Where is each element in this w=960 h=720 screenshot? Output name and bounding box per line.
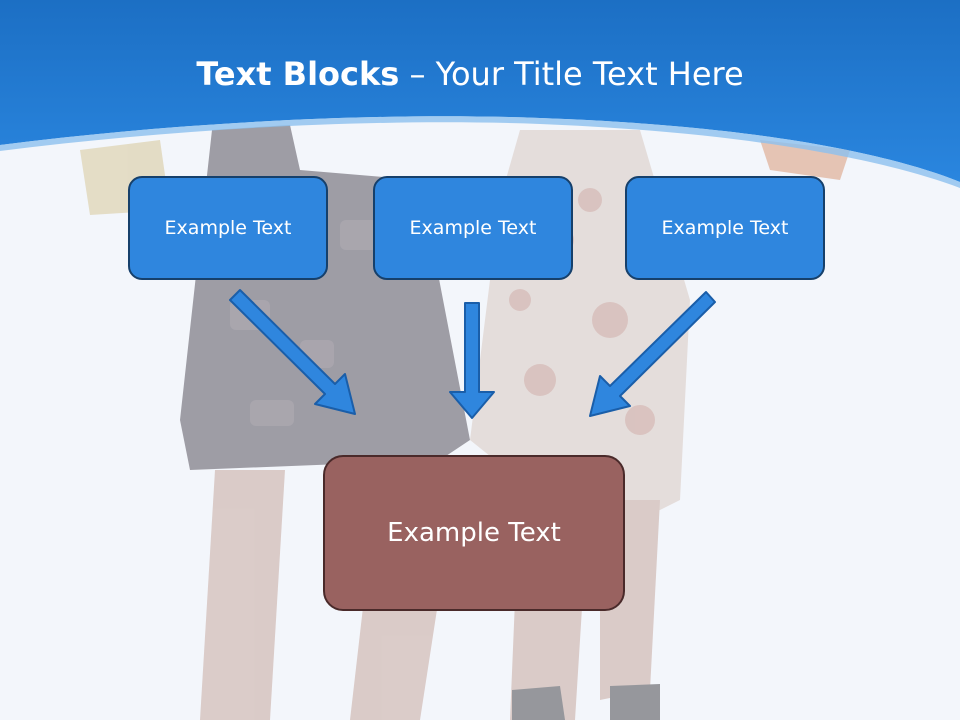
title-dash: – xyxy=(399,55,436,93)
text-block-2[interactable]: Example Text xyxy=(373,176,573,280)
target-block[interactable]: Example Text xyxy=(323,455,625,611)
title-bold-part: Text Blocks xyxy=(196,55,400,93)
slide-title: Text Blocks – Your Title Text Here xyxy=(0,52,940,96)
text-block-3[interactable]: Example Text xyxy=(625,176,825,280)
target-block-label: Example Text xyxy=(387,518,561,548)
text-block-2-label: Example Text xyxy=(409,217,537,239)
header-highlight xyxy=(0,116,960,188)
header-band xyxy=(0,0,960,182)
text-block-1[interactable]: Example Text xyxy=(128,176,328,280)
text-block-3-label: Example Text xyxy=(661,217,789,239)
title-rest: Your Title Text Here xyxy=(435,55,744,93)
text-block-1-label: Example Text xyxy=(164,217,292,239)
